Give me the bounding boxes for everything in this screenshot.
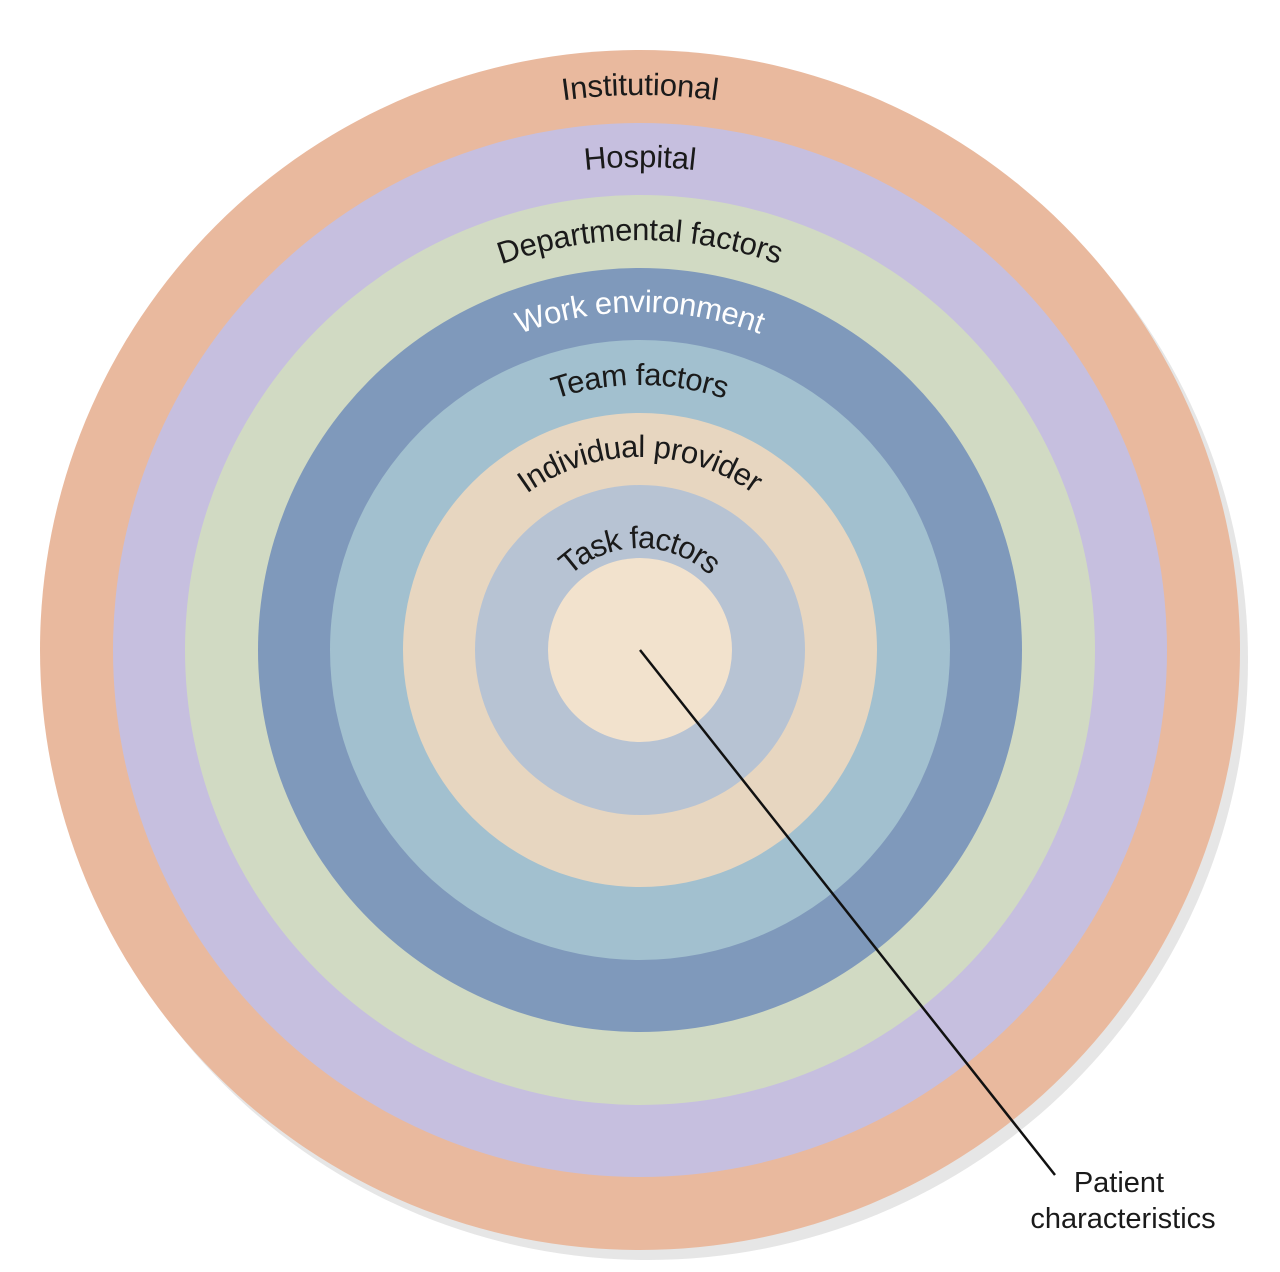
label-institutional: Institutional — [559, 67, 721, 107]
callout-label: Patient characteristics — [1030, 1167, 1215, 1235]
label-text-hospital: Hospital — [582, 139, 698, 177]
callout-line-2: characteristics — [1030, 1203, 1215, 1235]
callout-line-1: Patient — [1074, 1167, 1164, 1199]
callout-leader-line — [639, 649, 1056, 1176]
label-hospital: Hospital — [582, 139, 698, 177]
label-text-institutional: Institutional — [559, 67, 721, 107]
